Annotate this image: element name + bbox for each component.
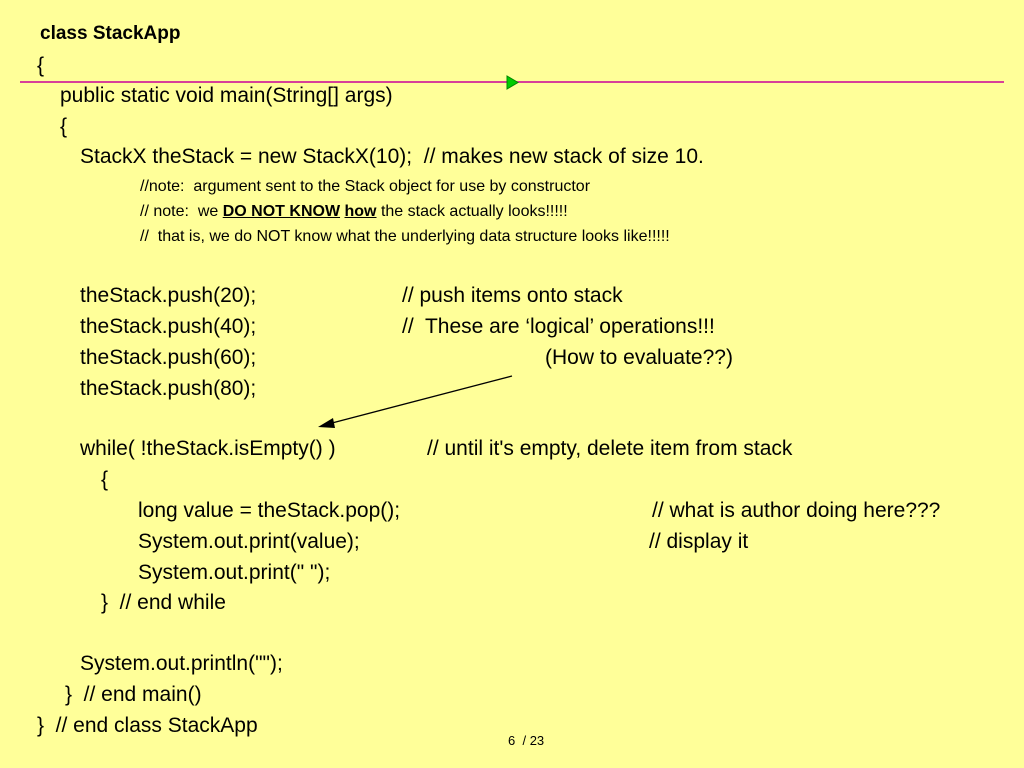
push-comment-2: // These are ‘logical’ operations!!! [402, 315, 715, 338]
push-comment-1: // push items onto stack [402, 284, 623, 307]
note-line-2-prefix: // note: we [140, 203, 223, 220]
end-main-line: } // end main() [65, 683, 202, 706]
annotation-arrow-head-icon [318, 418, 335, 428]
class-open-brace: { [37, 54, 45, 77]
note-emphasis-do-not-know: DO NOT KNOW [222, 203, 341, 220]
main-declaration: public static void main(String[] args) [60, 84, 393, 107]
push-line-2: theStack.push(40); [80, 315, 257, 338]
page-number: 6 / 23 [508, 734, 544, 747]
play-marker-icon [506, 75, 519, 90]
main-open-brace: { [60, 115, 68, 138]
while-line: while( !theStack.isEmpty() ) [80, 437, 336, 460]
class-declaration: class StackApp [40, 23, 181, 44]
note-line-3: // that is, we do NOT know what the unde… [140, 228, 670, 245]
page-current: 6 [508, 733, 516, 748]
while-open-brace: { [101, 468, 109, 491]
print-space-line: System.out.print(" "); [138, 561, 331, 584]
println-line: System.out.println(""); [80, 652, 283, 675]
stack-creation-line: StackX theStack = new StackX(10); // mak… [80, 145, 704, 168]
note-line-1: //note: argument sent to the Stack objec… [140, 178, 591, 195]
while-comment: // until it's empty, delete item from st… [427, 437, 793, 460]
pop-comment: // what is author doing here??? [652, 499, 941, 522]
push-line-1: theStack.push(20); [80, 284, 257, 307]
note-emphasis-how: how [344, 203, 377, 220]
note-line-2: // note: we DO NOT KNOW how the stack ac… [140, 204, 568, 220]
end-while-line: } // end while [101, 591, 226, 614]
pop-line: long value = theStack.pop(); [138, 499, 401, 522]
push-line-3: theStack.push(60); [80, 346, 257, 369]
annotation-arrow-line [331, 375, 513, 424]
page-total: / 23 [522, 733, 545, 748]
print-comment: // display it [649, 530, 749, 553]
note-line-2-suffix: the stack actually looks!!!!! [376, 203, 568, 220]
end-class-line: } // end class StackApp [37, 714, 258, 737]
push-comment-3: (How to evaluate??) [545, 346, 733, 369]
push-line-4: theStack.push(80); [80, 377, 257, 400]
print-value-line: System.out.print(value); [138, 530, 360, 553]
